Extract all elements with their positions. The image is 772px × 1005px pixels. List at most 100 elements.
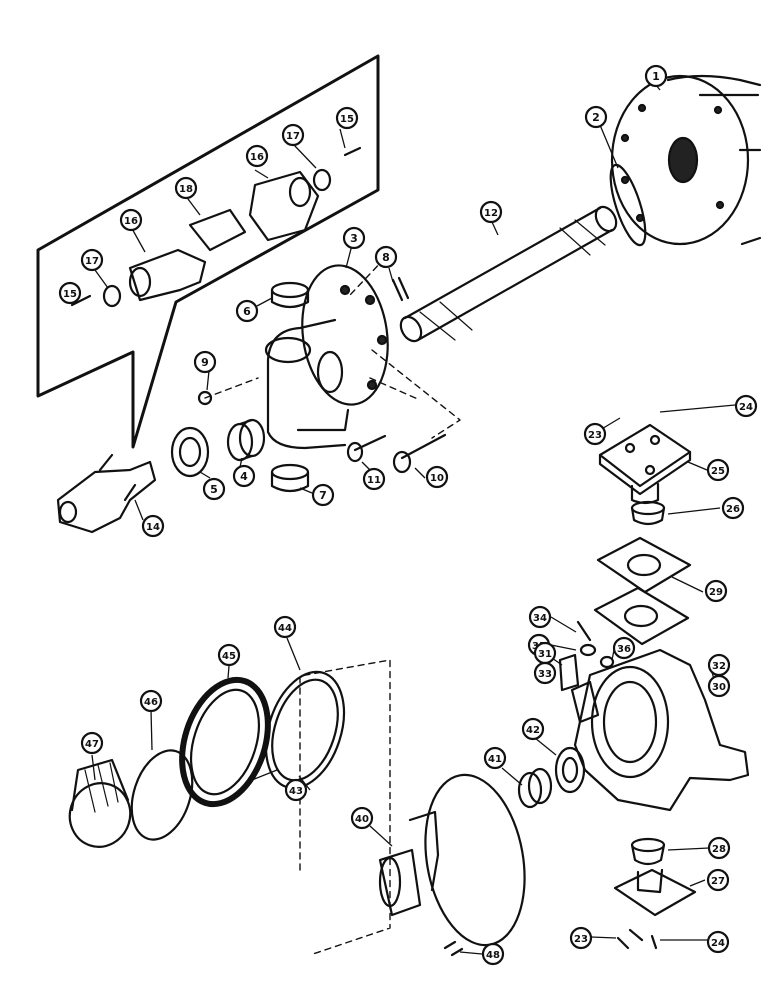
callout-c36: 36 <box>612 636 636 660</box>
callout-c43: 43 <box>284 778 308 802</box>
callout-circle <box>217 643 241 667</box>
callout-number: 36 <box>617 644 631 655</box>
callout-number: 44 <box>278 623 292 634</box>
callout-number: 24 <box>739 402 753 413</box>
hub-bearing-part <box>517 767 553 809</box>
callout-circle <box>569 926 593 950</box>
tapered-bearing-cone-part <box>68 758 132 848</box>
callout-circle <box>704 579 728 603</box>
wheel-hub-part <box>378 773 526 947</box>
inset-bolt-right-part <box>343 146 362 157</box>
callout-number: 4 <box>240 470 248 483</box>
callout-circle <box>734 394 758 418</box>
callout-number: 27 <box>711 876 725 887</box>
callout-circle <box>284 778 308 802</box>
callout-circle <box>58 281 82 305</box>
callout-circle <box>193 350 217 374</box>
lower-bushing-part <box>630 837 666 866</box>
callout-number: 12 <box>484 208 498 219</box>
pivot-yoke-part <box>264 264 389 450</box>
callout-circle <box>141 514 165 538</box>
callout-p31: 31 <box>533 641 557 665</box>
callout-c15b: 15 <box>335 106 359 130</box>
callout-number: 32 <box>712 661 726 672</box>
callout-c23b: 23 <box>569 926 593 950</box>
callout-number: 14 <box>146 522 160 533</box>
callout-number: 31 <box>538 649 552 660</box>
callout-c41: 41 <box>483 746 507 770</box>
callout-circle <box>235 299 259 323</box>
callout-c42: 42 <box>521 717 545 741</box>
callout-number: 17 <box>85 256 99 267</box>
spindle-bushing-part <box>558 653 580 692</box>
callout-c1: 1 <box>644 64 668 88</box>
callout-number: 3 <box>350 232 358 245</box>
inset-bolt-left-part <box>70 294 92 307</box>
callout-c8: 8 <box>374 245 398 269</box>
callout-leaders <box>68 79 736 955</box>
callout-circle <box>425 465 449 489</box>
callout-circle <box>311 483 335 507</box>
callout-number: 15 <box>340 114 354 125</box>
callout-c15a: 15 <box>58 281 82 305</box>
callout-circle <box>245 144 269 168</box>
callout-c29: 29 <box>704 579 728 603</box>
callout-p30: 30 <box>707 674 731 698</box>
callout-number: 10 <box>430 473 444 484</box>
inset-yoke-left-part <box>128 248 207 302</box>
callout-c24a: 24 <box>734 394 758 418</box>
callout-circle <box>584 105 608 129</box>
callout-circle <box>706 868 730 892</box>
callout-number: 9 <box>201 356 209 369</box>
steering-knuckle-part <box>570 648 750 812</box>
callout-circle <box>119 208 143 232</box>
callout-c23a: 23 <box>583 422 607 446</box>
callout-circle <box>612 636 636 660</box>
callout-number: 29 <box>709 587 723 598</box>
axle-housing-part <box>610 74 762 246</box>
callout-c9: 9 <box>193 350 217 374</box>
callout-p32: 32 <box>707 653 731 677</box>
inset-yoke-right-part <box>248 170 320 242</box>
inset-detail-frame <box>36 54 380 449</box>
callout-number: 47 <box>85 739 99 750</box>
callout-circle <box>528 605 552 629</box>
callout-c34: 34 <box>528 605 552 629</box>
callout-c48: 48 <box>481 942 505 966</box>
needle-bearing-part <box>226 418 266 462</box>
callout-number: 46 <box>144 697 158 708</box>
thin-ring-part <box>130 749 194 841</box>
callout-c28: 28 <box>707 836 731 860</box>
callout-labels: 1234567891011121415151616171718232324242… <box>58 64 758 966</box>
callout-circle <box>483 746 507 770</box>
callout-c44: 44 <box>273 615 297 639</box>
callout-number: 34 <box>533 613 547 624</box>
lower-kingpin-cap-part <box>613 868 697 917</box>
lower-grease-fitting-part <box>650 934 658 950</box>
callout-c24b: 24 <box>706 930 730 954</box>
callout-circle <box>374 245 398 269</box>
callout-c27: 27 <box>706 868 730 892</box>
stud-bolt-part <box>392 433 447 474</box>
callout-c6: 6 <box>235 299 259 323</box>
dowel-pin-part <box>391 276 410 302</box>
callout-circle <box>273 615 297 639</box>
callout-circle <box>174 176 198 200</box>
callout-circle <box>583 422 607 446</box>
callout-number: 7 <box>319 489 327 502</box>
callout-c10: 10 <box>425 465 449 489</box>
callout-c7: 7 <box>311 483 335 507</box>
cap-screw-part <box>346 434 387 463</box>
callout-c25: 25 <box>706 458 730 482</box>
callout-p33: 33 <box>533 661 557 685</box>
callout-number: 2 <box>592 111 600 124</box>
shim-lower-part <box>593 586 690 646</box>
seal-ring-black-part <box>179 676 271 808</box>
callout-circle <box>706 458 730 482</box>
inset-cross-part <box>188 208 247 252</box>
callout-circle <box>706 930 730 954</box>
callout-c17a: 17 <box>80 248 104 272</box>
seal-part <box>170 426 210 478</box>
